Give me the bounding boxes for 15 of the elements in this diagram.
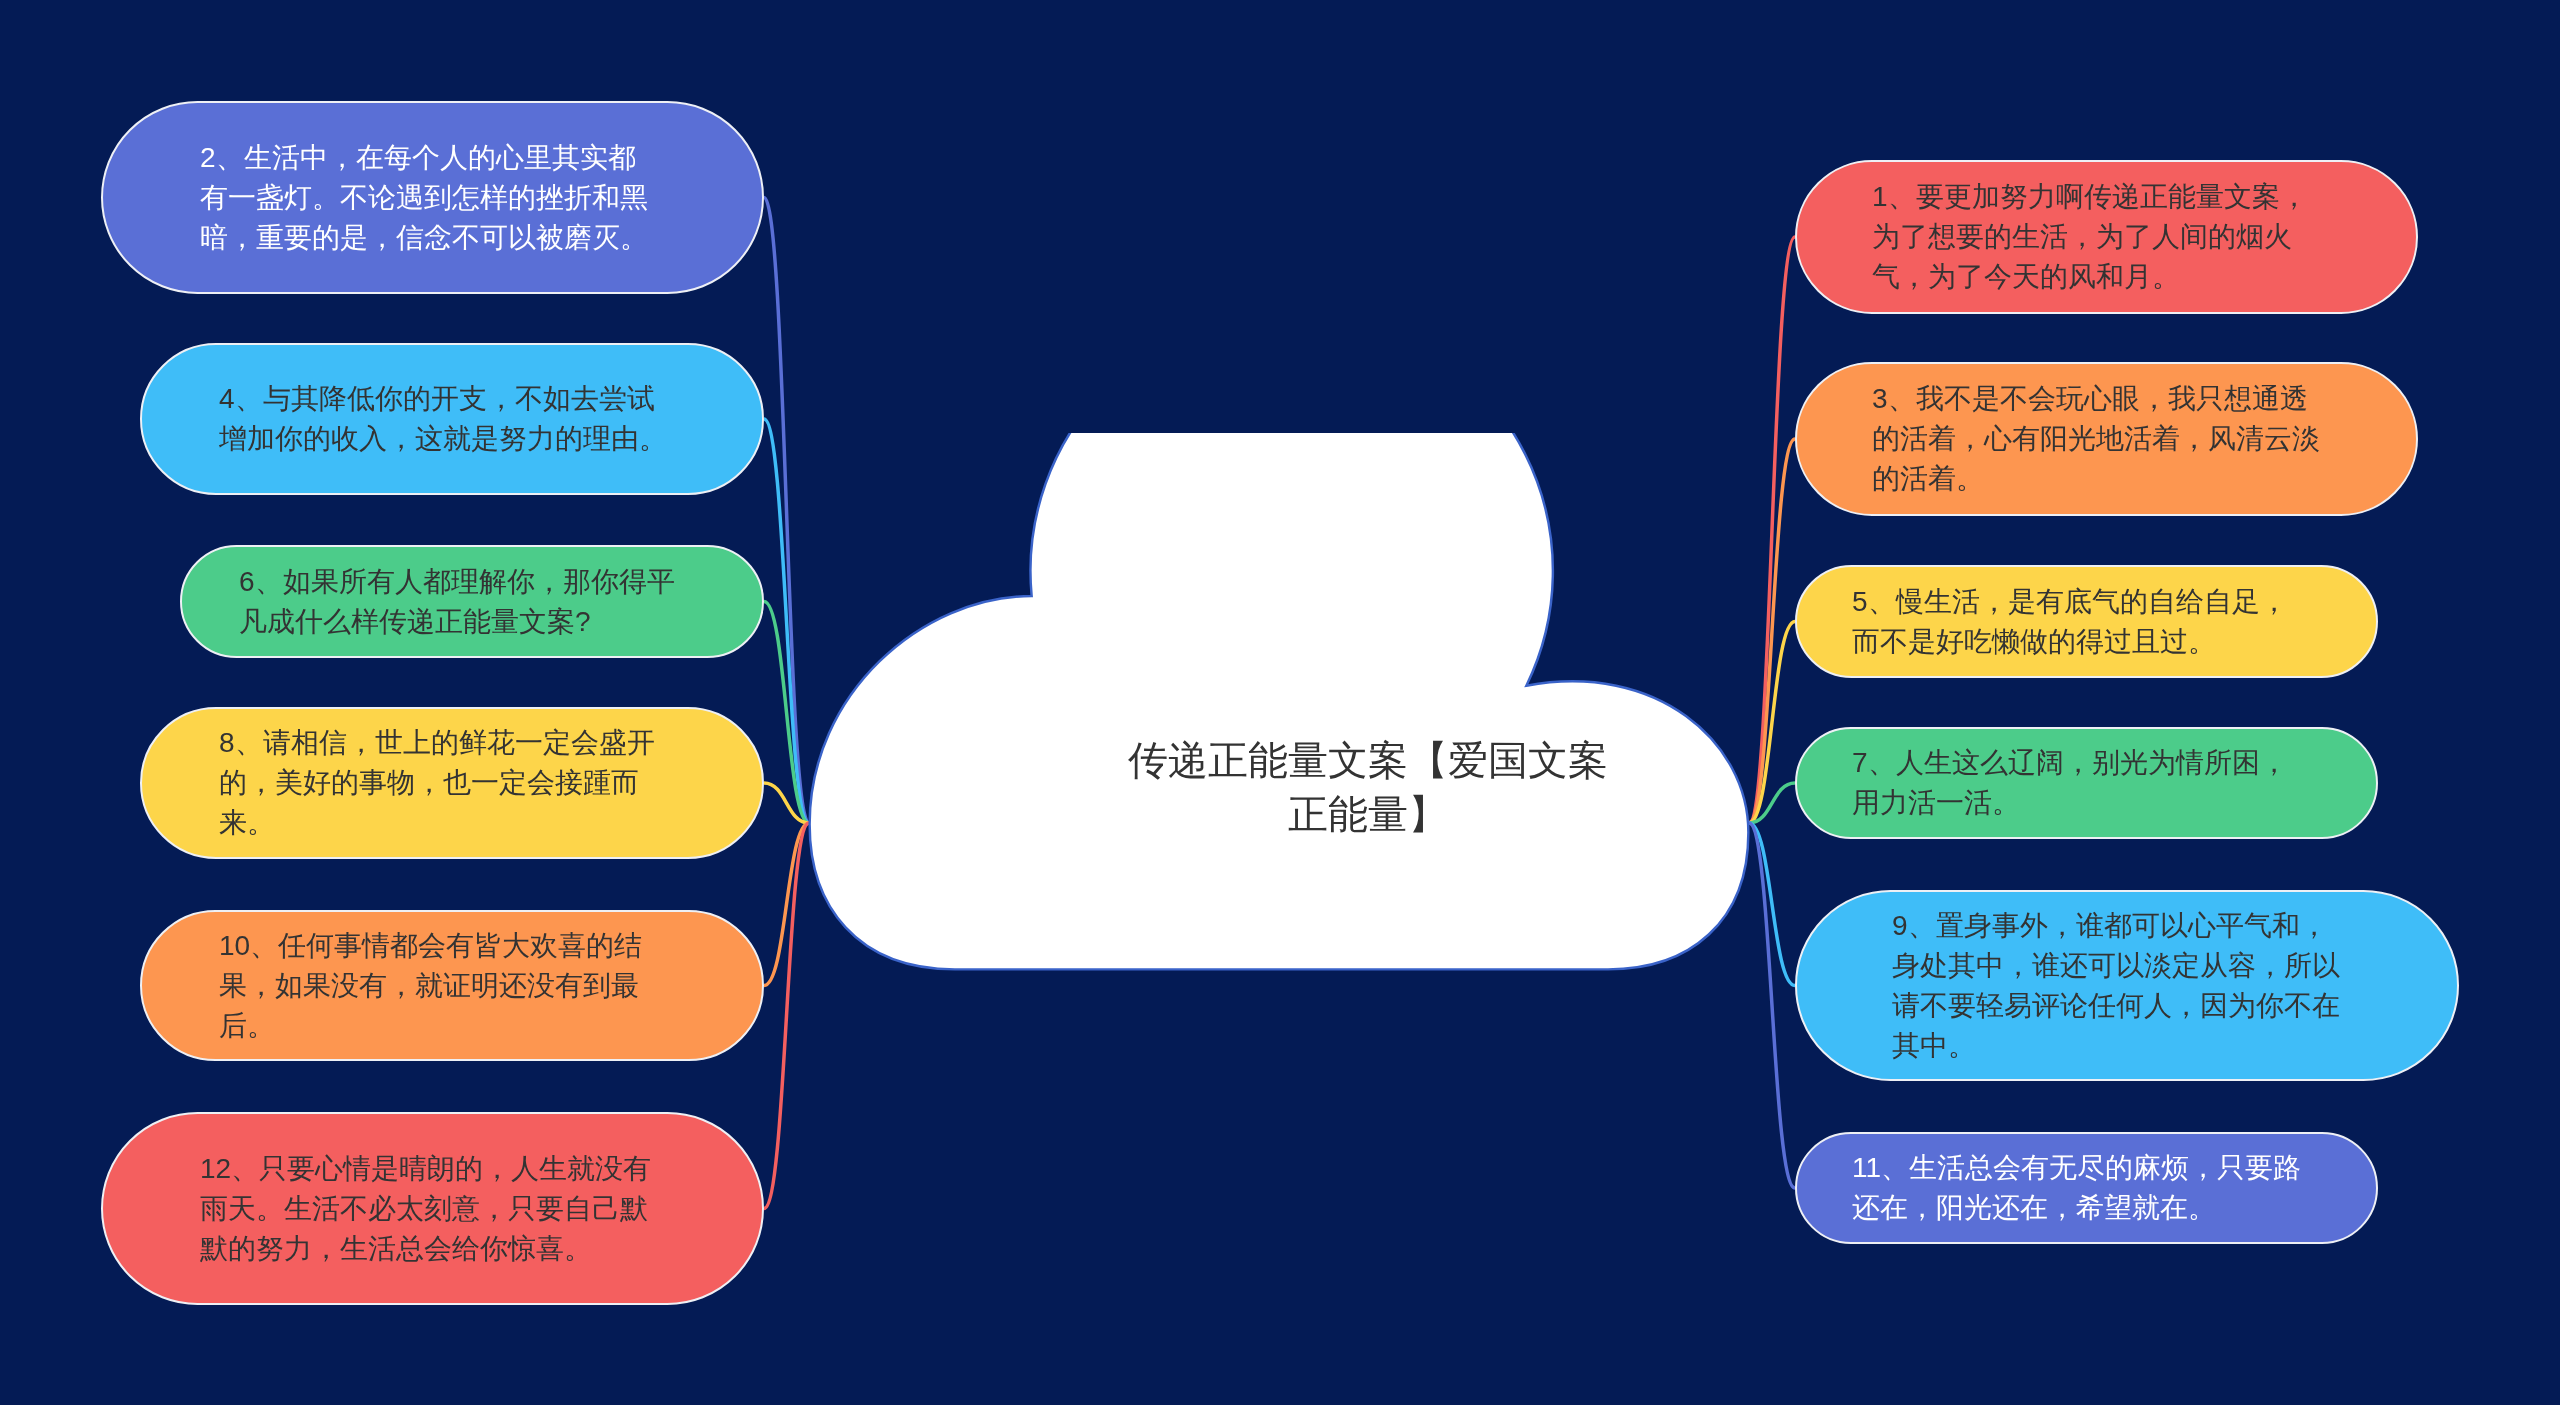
topic-text: 7、人生这么辽阔，别光为情所困，用力活一活。 (1852, 746, 2289, 820)
topic-text: 9、置身事外，谁都可以心平气和，身处其中，谁还可以淡定从容，所以请不要轻易评论任何人，因为你不在其中。 (1892, 908, 2341, 1063)
topic-text: 10、任何事情都会有皆大欢喜的结果，如果没有，就证明还没有到最后。 (219, 928, 644, 1043)
connector-line (763, 781, 810, 825)
topic-text: 3、我不是不会玩心眼，我只想通透的活着，心有阳光地活着，风清云淡的活着。 (1872, 382, 2321, 496)
topic-text: 8、请相信，世上的鲜花一定会盛开的，美好的事物，也一定会接踵而来。 (219, 726, 656, 840)
topic-text: 2、生活中，在每个人的心里其实都有一盏灯。不论遇到怎样的挫折和黑暗，重要的是，信念不可以被磨灭。 (200, 140, 649, 255)
connector-line (1748, 781, 1796, 825)
central-topic-text: 传递正能量文案【爱国文案正能量】 (1128, 737, 1608, 838)
topic-text: 12、只要心情是晴朗的，人生就没有雨天。生活不必太刻意，只要自己默默的努力，生活总会给你惊喜。 (200, 1151, 653, 1266)
topic-text: 11、生活总会有无尽的麻烦，只要路还在，阳光还在，希望就在。 (1852, 1151, 2303, 1225)
topic-text: 1、要更加努力啊传递正能量文案，为了想要的生活，为了人间的烟火气，为了今天的风和月。 (1872, 180, 2309, 294)
topic-text: 5、慢生活，是有底气的自给自足，而不是好吃懒做的得过且过。 (1852, 584, 2289, 659)
topic-text: 4、与其降低你的开支，不如去尝试增加你的收入，这就是努力的理由。 (219, 382, 668, 456)
topic-text: 6、如果所有人都理解你，那你得平凡成什么样传递正能量文案? (239, 564, 676, 639)
